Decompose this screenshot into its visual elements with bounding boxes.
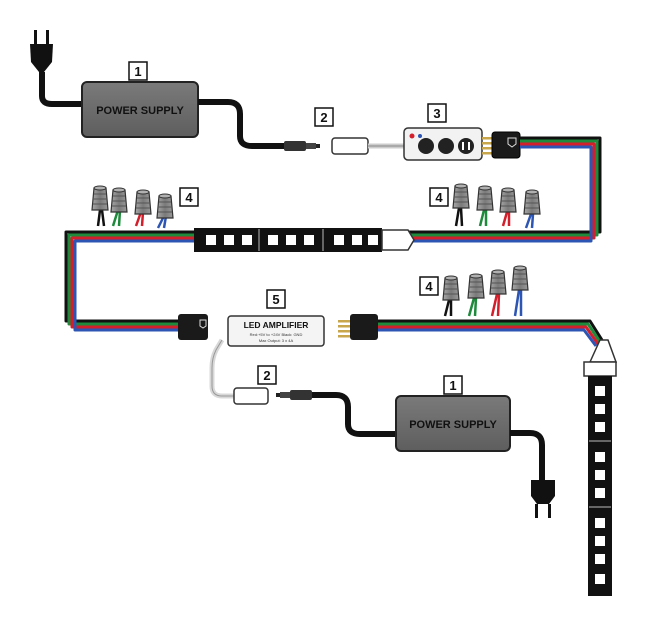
step-3: 3 [427, 103, 447, 123]
amplifier-title: LED AMPLIFIER [244, 320, 309, 330]
strip-end-cap-vertical [583, 339, 618, 377]
step-3-number: 3 [433, 106, 440, 121]
amplifier-spec-line: Red:+5V to +24V Black: GND [250, 332, 303, 337]
step-4-c-number: 4 [425, 279, 433, 294]
wire-nut-group-middle [442, 265, 529, 317]
step-4-b-number: 4 [435, 190, 443, 205]
wire-nut-group-top-left [91, 185, 174, 229]
step-1-bottom: 1 [443, 375, 463, 395]
step-2-bottom-number: 2 [263, 368, 270, 383]
step-1-top: 1 [128, 61, 148, 81]
step-2-bottom: 2 [257, 365, 277, 385]
step-5-number: 5 [272, 292, 279, 307]
step-1-top-number: 1 [134, 64, 141, 79]
step-1-bottom-number: 1 [449, 378, 456, 393]
step-2-top: 2 [314, 107, 334, 127]
power-supply-top: POWER SUPPLY [81, 81, 199, 138]
psu-input-cable-bottom [510, 430, 545, 480]
rgb-controller [403, 127, 483, 161]
psu-output-cable-bottom [312, 392, 398, 437]
rgb-wire-bundle [64, 136, 604, 347]
led-strip-vertical [588, 376, 612, 596]
rgb-connector-top [491, 131, 521, 159]
power-supply-top-label: POWER SUPPLY [96, 105, 184, 117]
controller-button-mode[interactable] [418, 138, 434, 154]
power-plug-bottom [531, 480, 555, 518]
controller-output-pins [482, 137, 492, 155]
dc-jack-female-bottom [233, 387, 269, 405]
led-strip-horizontal [194, 228, 382, 252]
power-plug-top [30, 30, 53, 72]
power-supply-bottom: POWER SUPPLY [395, 395, 511, 452]
step-4-a: 4 [179, 187, 199, 207]
dc-jack-male-bottom [276, 390, 312, 400]
led-amplifier: LED AMPLIFIER Red:+5V to +24V Black: GND… [227, 315, 325, 347]
rgb-connector-amp-out [350, 314, 378, 340]
amplifier-output-pins [338, 320, 350, 338]
psu-output-cable-top [198, 99, 286, 149]
amplifier-output-line: Max Output: 3 x 4A [259, 338, 294, 343]
step-4-c: 4 [419, 276, 439, 296]
dc-jack-male-top [284, 141, 320, 151]
step-2-top-number: 2 [320, 110, 327, 125]
power-supply-bottom-label: POWER SUPPLY [409, 419, 497, 431]
step-4-b: 4 [429, 187, 449, 207]
dc-jack-female-top [331, 137, 369, 155]
controller-button-speed[interactable] [438, 138, 454, 154]
step-4-a-number: 4 [185, 190, 193, 205]
psu-input-cable-top [39, 72, 84, 107]
rgb-connector-amp-in [178, 314, 208, 340]
step-5: 5 [266, 289, 286, 309]
wire-nut-group-top-right [452, 183, 541, 229]
amplifier-power-cable [209, 338, 236, 399]
controller-button-power[interactable] [458, 138, 474, 154]
strip-end-cap-horizontal [381, 229, 415, 251]
